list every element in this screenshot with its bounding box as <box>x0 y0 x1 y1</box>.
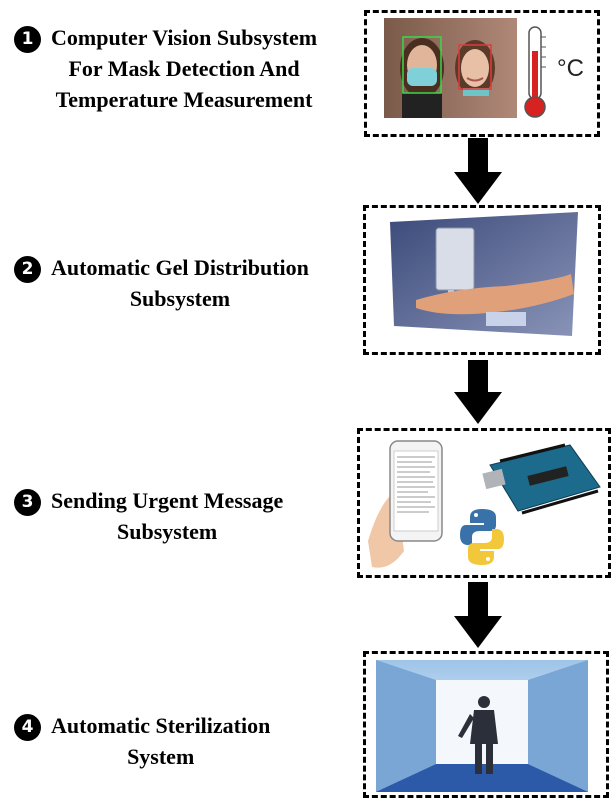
step-4-number-badge: 4 <box>14 714 41 741</box>
thermometer-icon <box>524 26 546 118</box>
step-1-image-frame: °C <box>364 10 600 137</box>
down-arrow-2 <box>454 360 502 424</box>
phone-arduino-image <box>368 440 601 568</box>
arduino-board-icon <box>482 443 601 515</box>
smartphone-icon <box>389 440 443 542</box>
step-1-number-badge: 1 <box>14 26 41 53</box>
celsius-unit: °C <box>557 55 584 82</box>
step-3-title-line-1: Sending Urgent Message <box>51 488 284 513</box>
step-4-title-line-1: Automatic Sterilization <box>51 713 271 738</box>
step-3-image-frame <box>357 428 611 578</box>
person-silhouette-icon <box>458 696 498 774</box>
step-3-label: 3 Sending Urgent Message Subsystem <box>14 485 283 547</box>
step-2-title-line-1: Automatic Gel Distribution <box>51 255 309 280</box>
step-1-title-line-1: Computer Vision Subsystem <box>51 25 318 50</box>
step-2-image-frame <box>363 205 601 355</box>
gel-dispenser-image <box>390 212 578 336</box>
step-2-number-badge: 2 <box>14 256 41 283</box>
step-4-title-line-2: System <box>127 744 195 769</box>
sterilization-tunnel-image <box>376 660 588 792</box>
down-arrow-3 <box>454 582 502 648</box>
step-2-label: 2 Automatic Gel Distribution Subsystem <box>14 252 309 314</box>
step-4-label: 4 Automatic Sterilization System <box>14 710 270 772</box>
python-logo-icon <box>460 509 504 565</box>
step-3-number-badge: 3 <box>14 489 41 516</box>
step-2-title-line-2: Subsystem <box>129 286 231 311</box>
down-arrow-1 <box>454 138 502 204</box>
mask-detection-image <box>384 18 546 118</box>
step-1-label: 1 Computer Vision Subsystem For Mask Det… <box>14 22 317 115</box>
step-1-title-line-2: For Mask Detection And <box>68 56 300 81</box>
step-1-title-line-3: Temperature Measurement <box>55 87 313 112</box>
step-4-image-frame <box>363 651 609 798</box>
step-3-title-line-2: Subsystem <box>116 519 218 544</box>
